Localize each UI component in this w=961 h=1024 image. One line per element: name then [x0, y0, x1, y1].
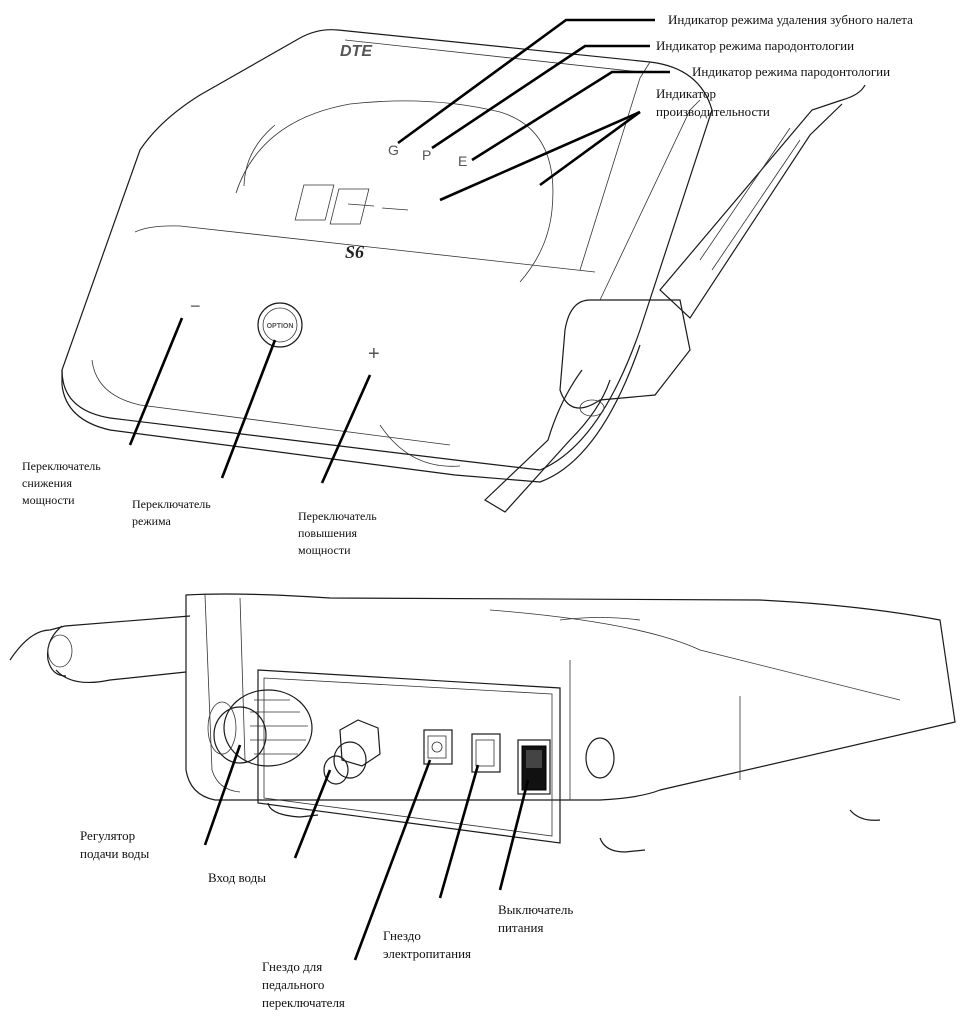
- top-view-labels: Индикатор режима удаления зубного налета…: [22, 12, 913, 557]
- label-foot-socket: Гнездо для педального переключателя: [262, 959, 345, 1010]
- brand-logo: DTE: [340, 43, 373, 60]
- option-button[interactable]: OPTION: [257, 302, 303, 348]
- indicator-letter-e: E: [458, 153, 467, 169]
- leader-water-inlet: [293, 769, 332, 859]
- top-view-leaders: [128, 18, 670, 484]
- leader-plaque-mode: [397, 18, 655, 145]
- label-power-down: Переключатель снижения мощности: [22, 459, 104, 507]
- label-power-switch: Выключатель питания: [498, 902, 577, 935]
- performance-display: [294, 184, 409, 225]
- leader-power-switch: [498, 779, 530, 891]
- leader-performance-1: [439, 110, 641, 202]
- label-power-socket: Гнездо электропитания: [383, 928, 471, 961]
- foot-switch-socket[interactable]: [423, 729, 453, 765]
- minus-button[interactable]: −: [190, 296, 201, 316]
- leader-power-up: [320, 374, 372, 484]
- label-water-inlet: Вход воды: [208, 870, 266, 885]
- model-label: S6: [345, 242, 364, 262]
- rear-view-leaders: [203, 744, 530, 961]
- label-mode: Переключатель режима: [132, 497, 214, 528]
- label-power-up: Переключатель повышения мощности: [298, 509, 380, 557]
- rear-view-device: [9, 593, 956, 853]
- top-view-device: G P E DTE S6 − OPTION +: [61, 29, 866, 513]
- leader-performance-2: [539, 110, 641, 187]
- label-performance: Индикатор производительности: [656, 86, 770, 119]
- label-plaque-mode: Индикатор режима удаления зубного налета: [668, 12, 913, 27]
- indicator-letter-p: P: [422, 147, 431, 163]
- label-perio-mode-1: Индикатор режима пародонтологии: [656, 38, 854, 53]
- label-perio-mode-2: Индикатор режима пародонтологии: [692, 64, 890, 79]
- leader-perio-mode-1: [431, 44, 650, 150]
- plus-button[interactable]: +: [368, 343, 380, 365]
- power-switch[interactable]: [517, 739, 551, 795]
- water-regulator-knob[interactable]: [207, 689, 313, 767]
- label-water-regulator: Регулятор подачи воды: [80, 828, 149, 861]
- svg-text:OPTION: OPTION: [267, 323, 294, 330]
- leader-foot-socket: [353, 759, 432, 961]
- handpiece: [484, 84, 866, 513]
- indicator-letter-g: G: [388, 142, 399, 158]
- leader-water-regulator: [203, 744, 242, 846]
- leader-power-socket: [438, 764, 480, 899]
- power-socket[interactable]: [471, 733, 501, 773]
- leader-mode: [220, 339, 277, 479]
- leader-power-down: [128, 317, 184, 446]
- water-inlet-connector[interactable]: [323, 719, 381, 785]
- leader-perio-mode-2: [471, 70, 670, 162]
- rear-view-labels: Регулятор подачи воды Вход воды Гнездо д…: [80, 828, 577, 1010]
